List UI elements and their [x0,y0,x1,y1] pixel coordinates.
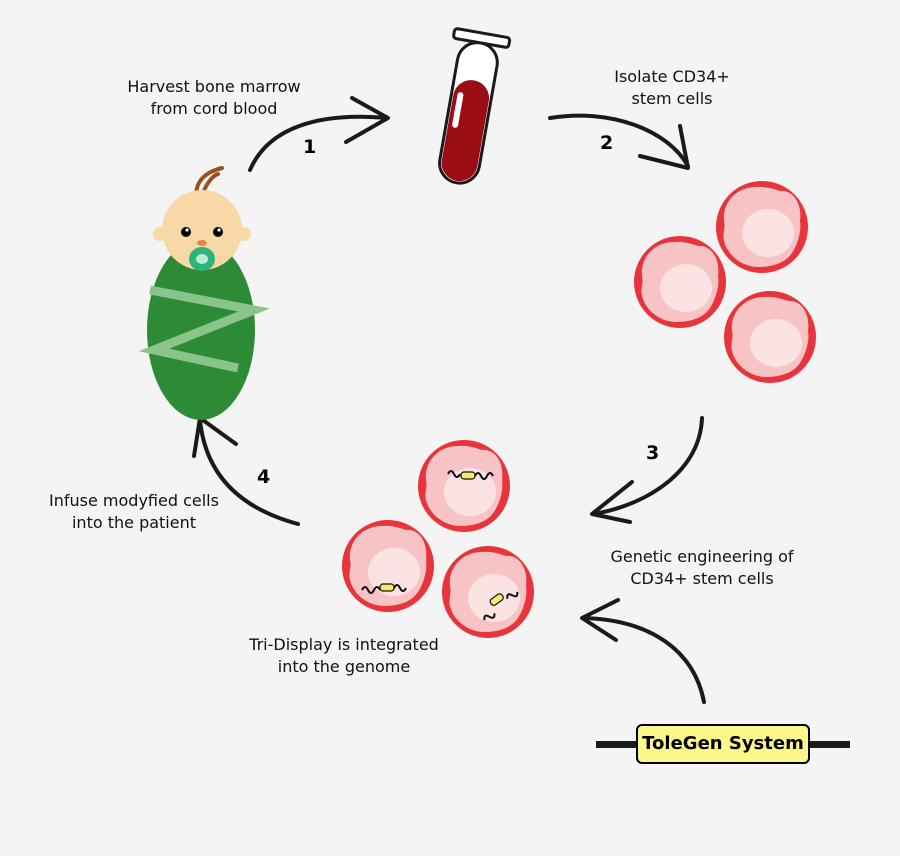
modified-cell [442,546,534,638]
stem-cell [724,291,816,383]
blood-tube [438,27,512,185]
modified-cell [418,440,510,532]
label-isolate: Isolate CD34+ stem cells [614,67,730,108]
modified-cells-group [342,440,534,638]
modified-cell [342,520,434,612]
step-number-3: 3 [646,442,660,464]
step-number-2: 2 [600,132,614,154]
tolegen-system-box: ToleGen System [636,724,810,764]
step-number-1: 1 [303,136,317,158]
label-genetic-engineering: Genetic engineering of CD34+ stem cells [610,547,794,588]
step-number-4: 4 [257,466,271,488]
arrow-tolegen [580,598,706,704]
label-harvest: Harvest bone marrow from cord blood [127,77,301,118]
stem-cell [634,236,726,328]
arrow-step-3 [590,416,704,524]
stem-cell [716,181,808,273]
label-infuse: Infuse modyfied cells into the patient [49,491,219,532]
baby [138,166,270,420]
label-integrated: Tri-Display is integrated into the genom… [249,635,439,676]
arrow-step-1 [248,96,390,172]
arrow-step-2 [548,113,690,170]
stem-cells-group [634,181,816,383]
tolegen-dna-line [596,741,850,748]
